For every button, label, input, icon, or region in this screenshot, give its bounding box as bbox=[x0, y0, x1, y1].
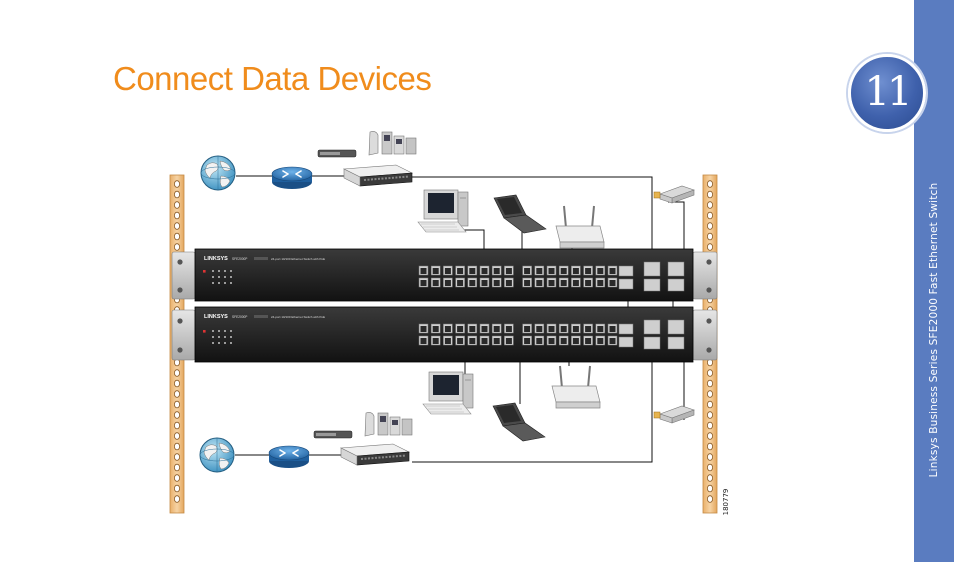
rack-hole bbox=[707, 421, 713, 430]
rack-hole bbox=[707, 190, 713, 199]
switch-bottom-description: 24-port 10/100 Ethernet Switch with PoE bbox=[271, 315, 325, 319]
page-title: Connect Data Devices bbox=[113, 60, 432, 97]
rack-hole bbox=[707, 180, 713, 188]
switch-bottom-brand: LINKSYS bbox=[204, 314, 228, 320]
cable-bottom-switch-uplink bbox=[412, 345, 653, 463]
rack-hole bbox=[173, 474, 181, 482]
rack-hole bbox=[173, 411, 181, 419]
rack-hole bbox=[173, 190, 181, 199]
ip-phones-bottom-icon bbox=[313, 411, 413, 439]
desktop-pc-bottom-icon bbox=[422, 371, 474, 415]
small-switch-bottom-icon bbox=[340, 443, 410, 466]
switch-top-brand: LINKSYS bbox=[204, 256, 228, 262]
rack-hole bbox=[173, 463, 181, 472]
rack-hole bbox=[707, 222, 713, 230]
rack-hole bbox=[707, 453, 713, 461]
chapter-number: 11 bbox=[864, 69, 913, 115]
rack-hole bbox=[173, 222, 181, 230]
rack-hole bbox=[707, 379, 713, 388]
figure-id: 180779 bbox=[722, 488, 730, 516]
rack-hole bbox=[173, 201, 181, 209]
switch-top-model: SFE2000P bbox=[232, 257, 247, 261]
rack-hole bbox=[173, 390, 181, 398]
rack-hole bbox=[173, 442, 181, 451]
rack-hole bbox=[707, 411, 713, 419]
switch-bottom-model: SFE2000P bbox=[232, 315, 247, 319]
router-bottom-icon bbox=[268, 445, 310, 469]
rack-hole bbox=[173, 243, 181, 251]
switch-top-description: 24-port 10/100 Ethernet Switch with PoE bbox=[271, 257, 325, 261]
switch-top: LINKSYS SFE2000P 24-port 10/100 Ethernet… bbox=[171, 248, 718, 302]
rack-hole bbox=[173, 495, 181, 503]
rack-hole bbox=[173, 453, 181, 461]
rack-hole bbox=[173, 379, 181, 388]
switch-bottom: LINKSYS SFE2000P 24-port 10/100 Ethernet… bbox=[171, 306, 718, 363]
switch-top-uplinks bbox=[618, 261, 685, 292]
chapter-badge: 11 bbox=[848, 54, 926, 132]
cable-top-switch-uplink bbox=[410, 176, 653, 270]
rack-hole bbox=[173, 369, 181, 377]
rack-hole bbox=[707, 432, 713, 440]
internet-globe-bottom-icon bbox=[199, 437, 235, 473]
rack-hole bbox=[173, 232, 181, 241]
rack-hole bbox=[707, 243, 713, 251]
rack-hole bbox=[707, 474, 713, 482]
rack-hole bbox=[707, 211, 713, 220]
rack-hole bbox=[173, 421, 181, 430]
rack-hole bbox=[173, 180, 181, 188]
switch-top-leds bbox=[203, 270, 232, 284]
rack-hole bbox=[707, 390, 713, 398]
small-switch-top-icon bbox=[343, 164, 413, 187]
rack-hole bbox=[707, 369, 713, 377]
access-point-bottom-icon bbox=[551, 365, 601, 409]
switch-bottom-uplinks bbox=[618, 319, 685, 350]
access-point-top-icon bbox=[555, 205, 605, 249]
rack-hole bbox=[173, 432, 181, 440]
switch-bottom-leds bbox=[203, 330, 232, 344]
router-top-icon bbox=[271, 166, 313, 190]
ip-phones-top-icon bbox=[317, 130, 417, 158]
rack-hole bbox=[173, 211, 181, 220]
rack-hole bbox=[707, 201, 713, 209]
rack-hole bbox=[707, 400, 713, 409]
rack-hole bbox=[707, 463, 713, 472]
laptop-top-icon bbox=[493, 194, 547, 234]
rack-hole bbox=[173, 400, 181, 409]
rack-hole bbox=[707, 442, 713, 451]
rack-hole bbox=[173, 484, 181, 493]
desktop-pc-top-icon bbox=[417, 189, 469, 233]
rack-hole bbox=[707, 484, 713, 493]
laptop-bottom-icon bbox=[492, 402, 546, 442]
sfp-module-bottom-icon bbox=[653, 405, 695, 424]
rack-hole bbox=[707, 495, 713, 503]
sfp-module-top-icon bbox=[653, 185, 695, 204]
rack-hole bbox=[707, 232, 713, 241]
internet-globe-top-icon bbox=[200, 155, 236, 191]
